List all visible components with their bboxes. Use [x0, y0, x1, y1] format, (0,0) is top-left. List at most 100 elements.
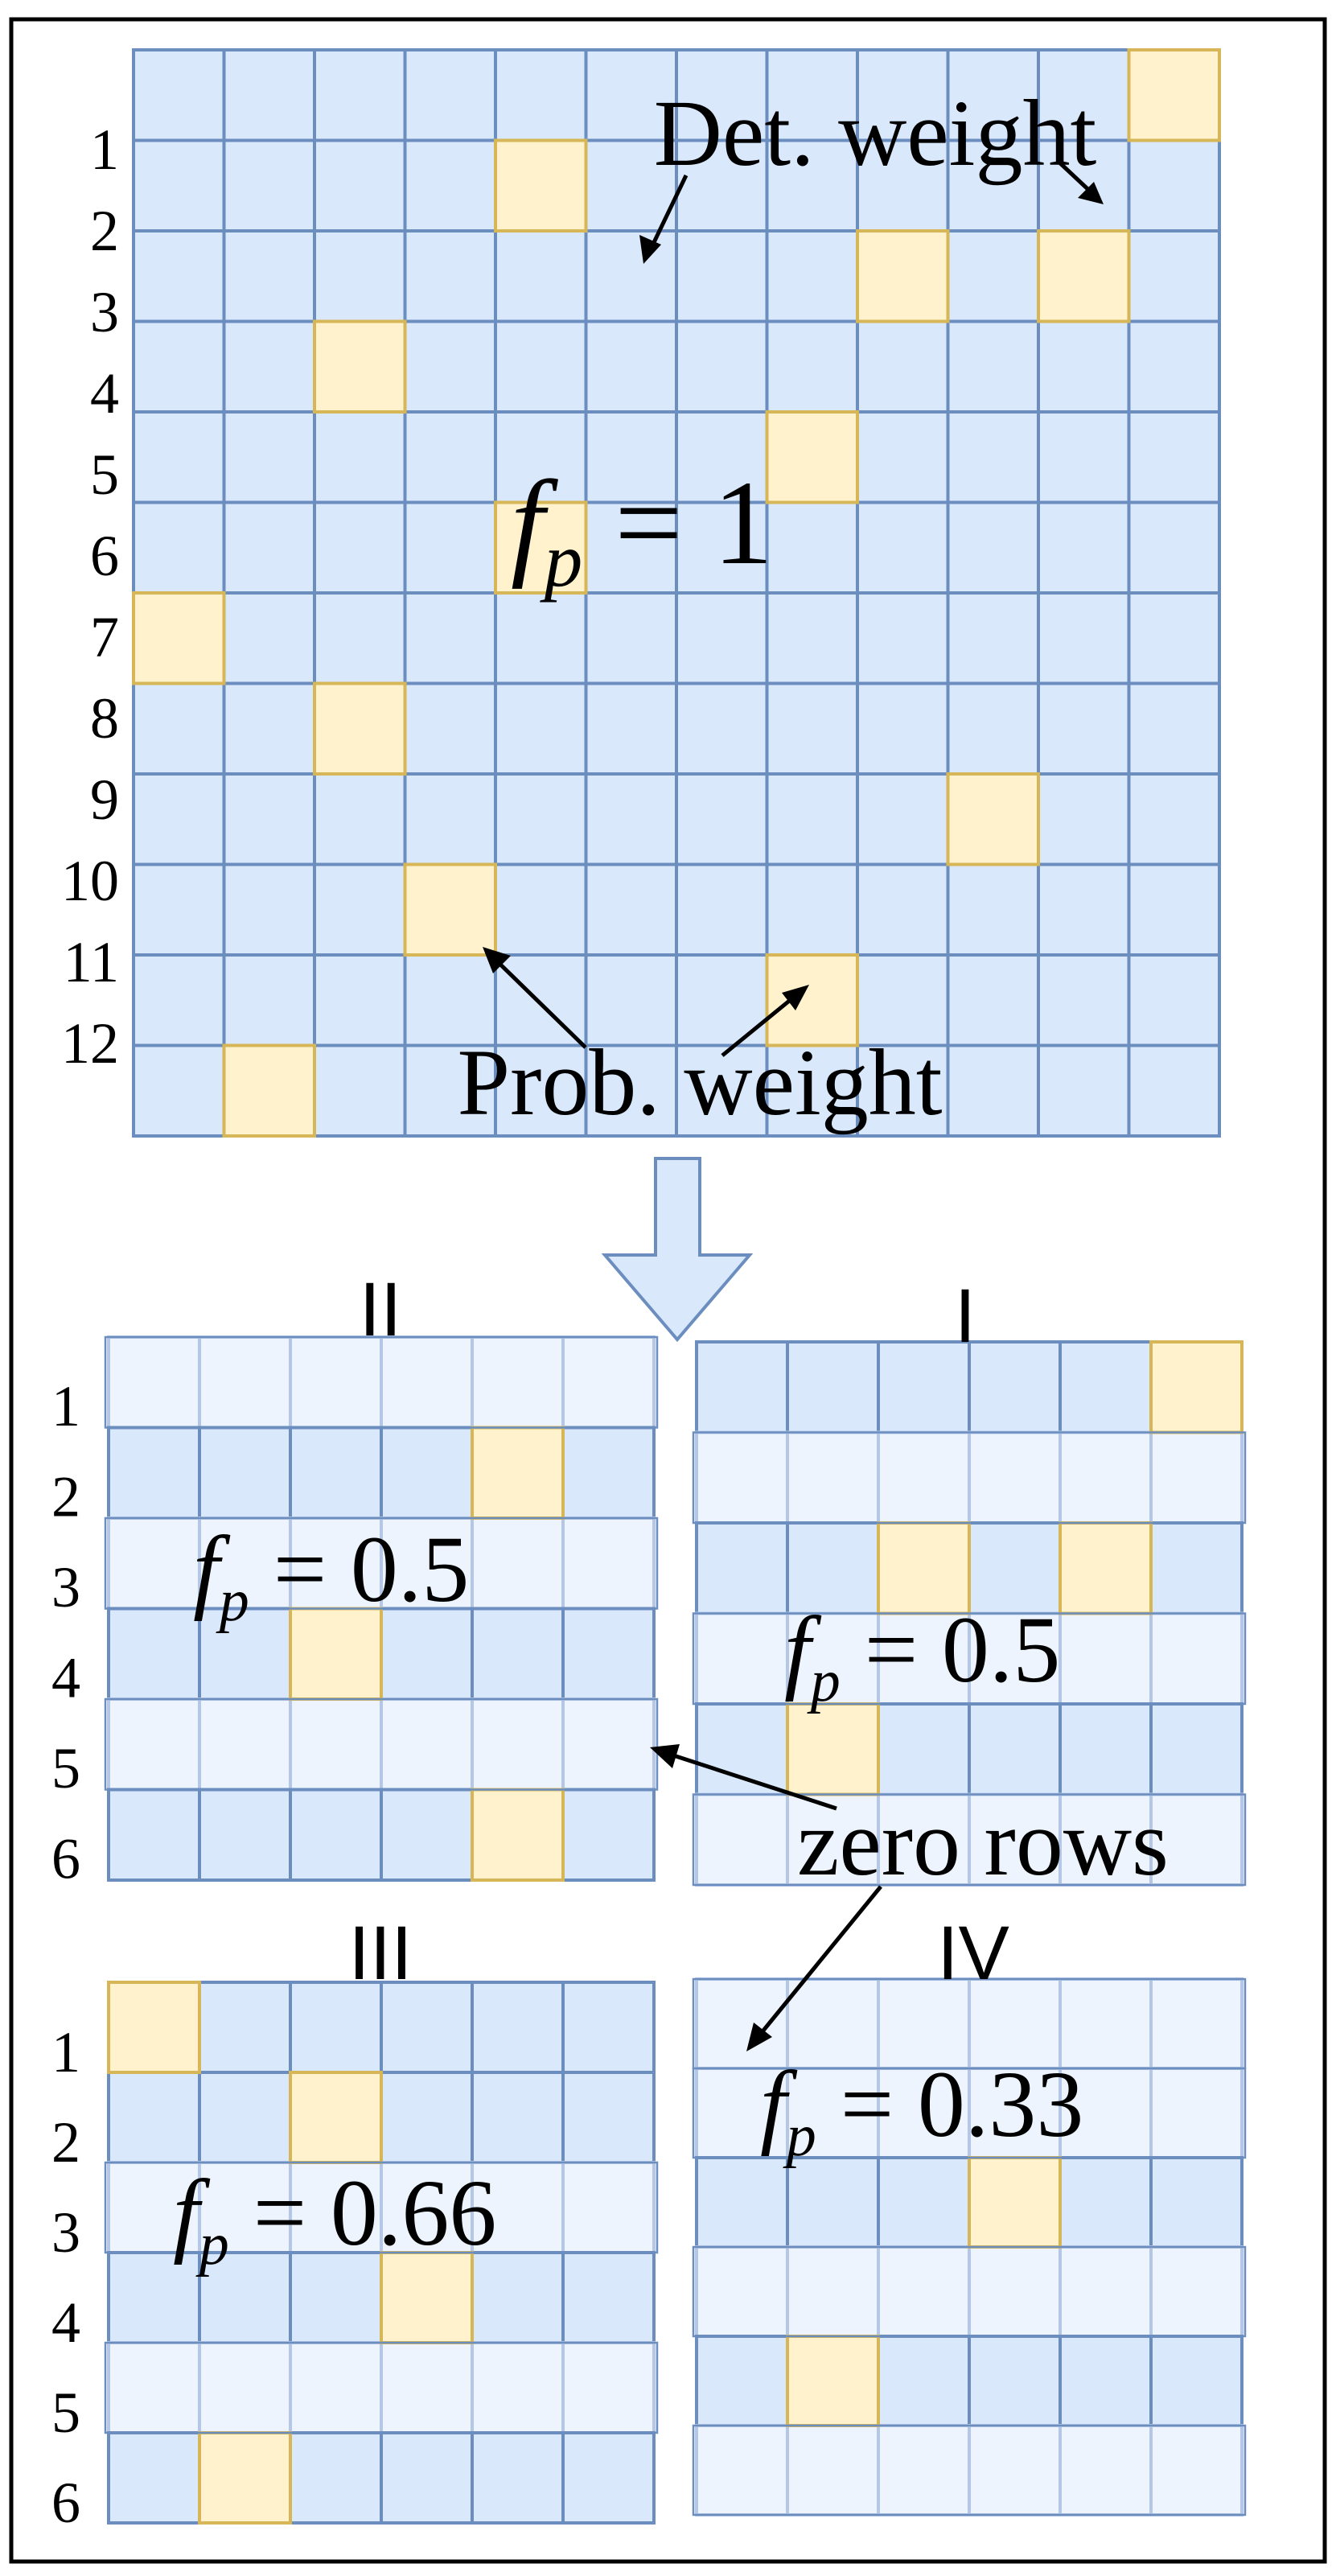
- sub-III-zero-cell: [198, 2161, 292, 2254]
- sub-III-cell: [107, 2071, 201, 2164]
- sub-I-cell: [1059, 1702, 1153, 1796]
- sub-I-zero-cell: [695, 1792, 789, 1887]
- main-cell: [1127, 410, 1221, 504]
- sub-I-prob-cell: [786, 1702, 880, 1796]
- main-cell: [675, 772, 769, 866]
- sub-IV-zero-cell: [1149, 2424, 1244, 2516]
- down-arrow-icon: [601, 1157, 754, 1343]
- sub-IV-zero-row-outline: [692, 2245, 1247, 2338]
- main-cell: [494, 591, 588, 685]
- sub-II-zero-cell: [380, 1697, 474, 1792]
- main-cell: [584, 862, 678, 957]
- sub-I-cell: [695, 1521, 789, 1615]
- sub-I-zero-cell: [877, 1792, 971, 1887]
- main-prob-cell: [1037, 229, 1131, 323]
- main-prob-cell: [494, 138, 588, 232]
- sub-IV-cell: [1149, 2335, 1244, 2427]
- main-cell: [132, 138, 226, 232]
- main-prob-cell: [946, 772, 1040, 866]
- sub-IV-zero-cell: [1059, 2424, 1153, 2516]
- sub-I-cell: [786, 1340, 880, 1434]
- main-prob-cell: [856, 229, 950, 323]
- main-cell: [946, 319, 1040, 414]
- sub-IV-cell: [1059, 2156, 1153, 2249]
- sub-III-roman-label: III: [348, 1911, 412, 1996]
- sub-IV-zero-cell: [1149, 2245, 1244, 2338]
- sub-III-zero-cell: [289, 2341, 383, 2434]
- main-cell: [403, 500, 497, 595]
- main-cell: [222, 410, 316, 504]
- sub-I-zero-cell: [1149, 1611, 1244, 1706]
- sub-I-zero-cell: [1059, 1430, 1153, 1525]
- sub-III-cell: [471, 2251, 565, 2344]
- main-prob-cell: [222, 1043, 316, 1138]
- main-cell: [403, 772, 497, 866]
- sub-I-cell: [1059, 1340, 1153, 1434]
- main-prob-cell: [1127, 48, 1221, 142]
- sub-IV-formula: fp= 0.33: [760, 2051, 1083, 2169]
- sub-III-zero-cell: [107, 2161, 201, 2254]
- sub-II-zero-cell: [289, 1516, 383, 1611]
- sub-II-row-label: 5: [51, 1736, 80, 1800]
- sub-IV-zero-cell: [968, 2245, 1062, 2338]
- sub-II-formula: fp= 0.5: [193, 1516, 469, 1634]
- main-cell: [856, 319, 950, 414]
- main-row-label: 10: [61, 849, 119, 913]
- zero-rows-arrow-upper: [663, 1750, 837, 1811]
- sub-IV-zero-cell: [1149, 1977, 1244, 2070]
- sub-IV-cell: [1149, 2156, 1244, 2249]
- zero-rows-arrow-lower: [754, 1885, 882, 2041]
- sub-II-zero-row-outline: [104, 1516, 659, 1610]
- main-cell: [946, 591, 1040, 685]
- sub-II-zero-cell: [471, 1697, 565, 1792]
- sub-II-cell: [198, 1426, 292, 1520]
- sub-III-cell: [471, 1981, 565, 2074]
- main-cell: [494, 48, 588, 142]
- main-cell: [856, 591, 950, 685]
- sub-IV-zero-cell: [1149, 2067, 1244, 2159]
- sub-I-cell: [1149, 1702, 1244, 1796]
- main-row-label: 8: [90, 686, 119, 751]
- sub-III-prob-cell: [380, 2251, 474, 2344]
- main-cell: [1127, 681, 1221, 776]
- sub-IV-cell: [877, 2335, 971, 2427]
- sub-III-row-label: 4: [51, 2290, 80, 2355]
- sub-II-zero-row-outline: [104, 1335, 659, 1429]
- main-cell: [1127, 591, 1221, 685]
- sub-IV-prob-cell: [786, 2335, 880, 2427]
- sub-IV-cell: [695, 2335, 789, 2427]
- prob-weight-arrowhead-left: [483, 947, 511, 973]
- sub-IV-zero-cell: [786, 2424, 880, 2516]
- main-cell: [313, 862, 407, 957]
- submatrix-IV: [692, 1977, 1247, 2516]
- sub-II-zero-cell: [107, 1335, 201, 1430]
- sub-II-cell: [380, 1426, 474, 1520]
- sub-II-zero-cell: [107, 1516, 201, 1611]
- main-cell: [222, 500, 316, 595]
- main-prob-cell: [403, 862, 497, 957]
- main-cell: [403, 138, 497, 232]
- main-cell: [946, 229, 1040, 323]
- main-row-label: 9: [90, 767, 119, 832]
- sub-II-zero-cell: [107, 1697, 201, 1792]
- main-cell: [494, 229, 588, 323]
- sub-I-zero-cell: [1149, 1430, 1244, 1525]
- prob-weight-arrow-left: [489, 953, 587, 1049]
- sub-II-cell: [107, 1607, 201, 1701]
- main-cell: [946, 862, 1040, 957]
- main-cell: [856, 1043, 950, 1138]
- main-cell: [946, 500, 1040, 595]
- sub-IV-zero-row-outline: [692, 2424, 1247, 2516]
- main-cell: [1127, 229, 1221, 323]
- main-cell: [222, 681, 316, 776]
- main-cell: [1127, 862, 1221, 957]
- sub-III-formula: fp= 0.66: [173, 2160, 496, 2278]
- main-cell: [1127, 319, 1221, 414]
- sub-II-zero-cell: [289, 1697, 383, 1792]
- sub-IV-zero-cell: [1059, 2245, 1153, 2338]
- sub-II-zero-cell: [198, 1697, 292, 1792]
- main-cell: [1037, 953, 1131, 1047]
- main-cell: [584, 500, 678, 595]
- main-cell: [856, 410, 950, 504]
